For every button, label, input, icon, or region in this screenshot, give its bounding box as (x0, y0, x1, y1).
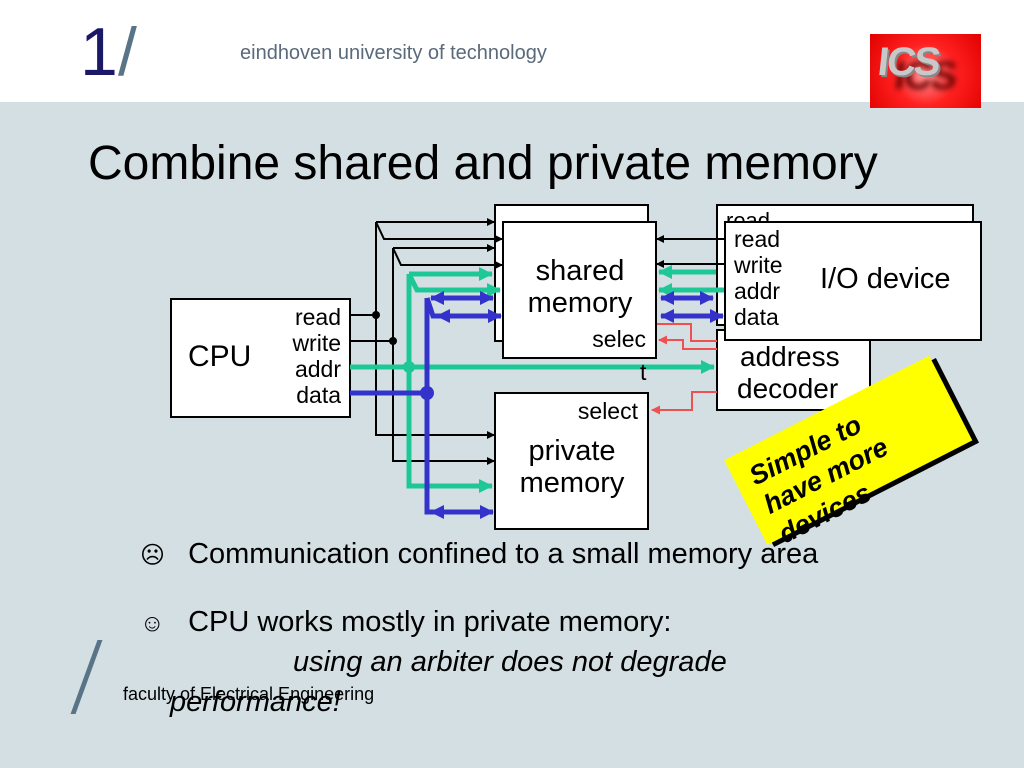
tue-logo-slash: / (118, 14, 137, 90)
read-to-shared (375, 221, 503, 243)
io-port-read: read (734, 226, 780, 252)
shared-memory-label-2: memory (528, 287, 633, 319)
write-to-private (392, 248, 495, 465)
private-memory-select-label: select (578, 398, 639, 424)
io-port-addr: addr (734, 278, 780, 304)
cpu-port-write: write (291, 330, 341, 356)
cpu-box (170, 298, 351, 418)
private-memory-label-1: private (528, 435, 615, 467)
read-junction (372, 311, 380, 319)
cpu-port-data: data (296, 382, 341, 408)
select-shared (658, 335, 717, 350)
bullet-item-1: ☹ Communication confined to a small memo… (140, 538, 818, 571)
io-port-write: write (733, 252, 783, 278)
select-private (651, 391, 717, 415)
data-bus (350, 291, 724, 519)
address-decoder-box (716, 329, 871, 411)
private-memory-label-2: memory (520, 467, 625, 499)
sad-face-icon: ☹ (140, 542, 166, 569)
write-to-shared (392, 247, 503, 269)
sub-text-line-2: performance! (170, 686, 341, 718)
read-to-private (375, 222, 495, 439)
private-memory-box (494, 392, 649, 530)
control-bus (350, 218, 726, 465)
sub-text-line-1: using an arbiter does not degrade (293, 646, 727, 678)
select-shared-back (650, 323, 717, 342)
shared-memory-select-label: selec (592, 326, 646, 352)
address-decoder-label-1: address (740, 341, 840, 372)
io-device-box (724, 221, 982, 341)
io-device-label: I/O device (820, 263, 951, 295)
header-bar: 1 / eindhoven university of technology I… (0, 0, 1024, 108)
slide-title: Combine shared and private memory (88, 137, 878, 190)
data-junction (420, 386, 434, 400)
select-lines (650, 323, 717, 415)
cpu-port-read: read (295, 304, 341, 330)
bullet-text-1: Communication confined to a small memory… (188, 538, 819, 570)
ics-logo: ICS (870, 34, 981, 108)
bullet-text-2: CPU works mostly in private memory: (188, 606, 672, 638)
data-to-shared-path (424, 297, 501, 319)
bullet-item-2: ☺ CPU works mostly in private memory: (140, 606, 672, 639)
faculty-name: faculty of Electrical Engineering (123, 684, 375, 704)
addr-to-shared (406, 272, 501, 297)
io-port-data: data (734, 304, 779, 330)
shared-memory-box (502, 221, 657, 359)
cpu-label: CPU (188, 340, 251, 373)
addr-to-private (406, 274, 493, 493)
shared-memory-select-label-t: t (640, 359, 647, 385)
tue-logo-number: 1 (80, 14, 118, 90)
shared-memory-label-1: shared (536, 255, 625, 287)
address-decoder-label-2: decoder (737, 373, 838, 404)
cpu-port-addr: addr (295, 356, 341, 382)
write-junction (389, 337, 397, 345)
smiley-face-icon: ☺ (140, 610, 165, 637)
university-name: eindhoven university of technology (240, 42, 547, 64)
addr-junction (403, 361, 415, 373)
data-to-private (424, 298, 494, 519)
